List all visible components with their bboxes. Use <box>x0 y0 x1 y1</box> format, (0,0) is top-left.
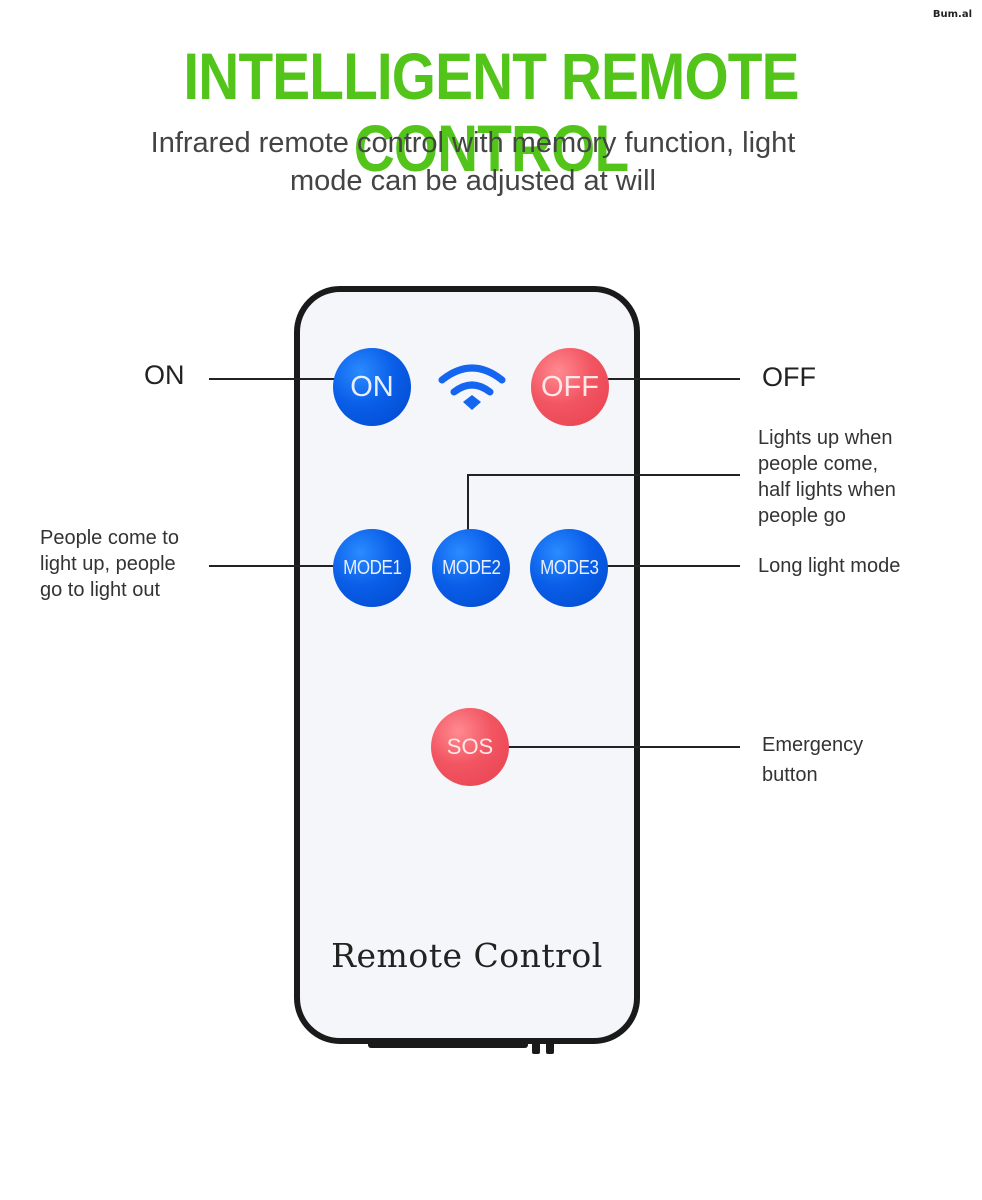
mode1-callout-line: go to light out <box>40 579 161 601</box>
wifi-icon <box>438 364 506 410</box>
mode1-button[interactable]: MODE1 <box>333 529 411 607</box>
mode3-button-label: MODE3 <box>539 556 599 579</box>
mode3-callout: Long light mode <box>758 555 901 577</box>
sos-button-label: SOS <box>446 734 494 759</box>
sos-button[interactable]: SOS <box>431 708 509 786</box>
on-callout: ON <box>144 360 185 390</box>
sos-callout: Emergency button <box>762 730 863 790</box>
base-tab <box>532 1042 540 1054</box>
off-callout: OFF <box>762 362 816 392</box>
headline: INTELLIGENT REMOTE CONTROL <box>183 39 799 185</box>
mode2-callout-line: people come, <box>758 453 879 475</box>
subtitle-line-1: Infrared remote control with memory func… <box>150 127 796 159</box>
subtitle: Infrared remote control with memory func… <box>0 124 946 200</box>
remote-base <box>368 1042 568 1054</box>
sos-callout-line: button <box>762 764 818 786</box>
on-button[interactable]: ON <box>333 348 411 426</box>
mode2-callout: Lights up when people come, half lights … <box>758 425 896 529</box>
mode1-button-label: MODE1 <box>342 556 402 579</box>
remote-brand-label: Remote Control <box>331 936 603 975</box>
watermark: Bum.al <box>932 9 972 20</box>
mode2-callout-line: people go <box>758 505 846 527</box>
mode1-callout-line: People come to <box>40 527 179 549</box>
base-tab <box>546 1042 554 1054</box>
off-button[interactable]: OFF <box>531 348 609 426</box>
mode2-callout-line: Lights up when <box>758 427 893 449</box>
subtitle-line-2: mode can be adjusted at will <box>290 165 656 197</box>
mode1-callout-line: light up, people <box>40 553 176 575</box>
base-bar <box>368 1042 528 1048</box>
mode2-callout-line: half lights when <box>758 479 896 501</box>
sos-callout-line: Emergency <box>762 734 864 756</box>
on-button-label: ON <box>350 370 394 403</box>
off-button-label: OFF <box>541 370 599 403</box>
mode1-callout: People come to light up, people go to li… <box>40 525 179 603</box>
mode2-button-label: MODE2 <box>441 556 501 579</box>
mode3-button[interactable]: MODE3 <box>530 529 608 607</box>
mode2-button[interactable]: MODE2 <box>432 529 510 607</box>
